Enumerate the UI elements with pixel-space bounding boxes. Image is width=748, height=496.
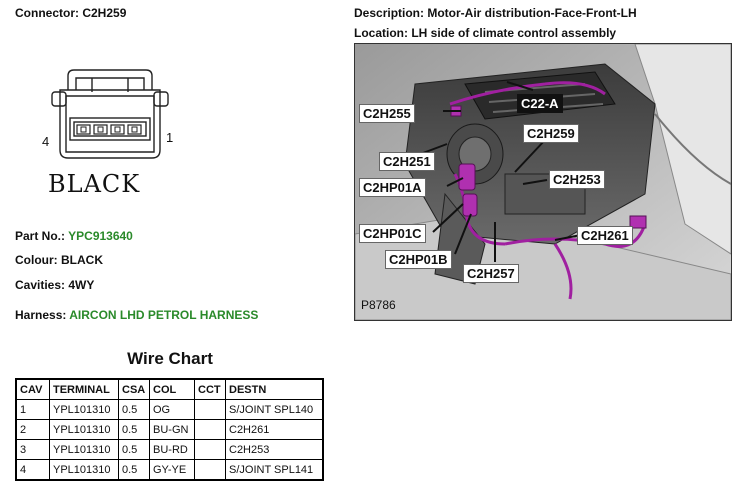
cell-csa: 0.5 <box>118 439 150 460</box>
cell-terminal: YPL101310 <box>49 439 119 460</box>
wire-chart-table: CAV TERMINAL CSA COL CCT DESTN 1 YPL1013… <box>15 378 324 481</box>
photo-reference-code: P8786 <box>361 298 396 312</box>
wire-chart-header-row: CAV TERMINAL CSA COL CCT DESTN <box>15 378 324 400</box>
cavities-value: 4WY <box>68 278 95 292</box>
cavity-1 <box>127 124 142 135</box>
part-number-label: Part No.: <box>15 229 66 243</box>
colour-line: Colour: BLACK <box>15 253 103 267</box>
cell-destn: C2H261 <box>225 419 324 440</box>
cell-col: OG <box>149 399 195 420</box>
pin-left-label: 4 <box>42 134 49 149</box>
part-number-line: Part No.: YPC913640 <box>15 229 133 243</box>
cell-cct <box>194 399 226 420</box>
cell-col: GY-YE <box>149 459 195 481</box>
connector-label: Connector: <box>15 6 79 20</box>
cell-terminal: YPL101310 <box>49 419 119 440</box>
harness-value[interactable]: AIRCON LHD PETROL HARNESS <box>69 308 259 322</box>
cavity-3 <box>93 124 108 135</box>
colour-label: Colour: <box>15 253 58 267</box>
cell-cct <box>194 419 226 440</box>
location-value: LH side of climate control assembly <box>411 26 617 40</box>
pin-right-label: 1 <box>166 130 173 145</box>
callout-c2h253: C2H253 <box>549 170 605 189</box>
header-destn: DESTN <box>225 378 324 400</box>
header-cct: CCT <box>194 378 226 400</box>
header-csa: CSA <box>118 378 150 400</box>
location-photo: C22-A C2H255 C2H259 C2H251 C2HP01A C2H25… <box>354 43 732 321</box>
description-line: Description: Motor-Air distribution-Face… <box>354 6 637 20</box>
cell-csa: 0.5 <box>118 459 150 481</box>
location-label: Location: <box>354 26 408 40</box>
callout-c2hp01b: C2HP01B <box>385 250 452 269</box>
callout-c22-a: C22-A <box>517 94 563 113</box>
cell-col: BU-RD <box>149 439 195 460</box>
header-cav: CAV <box>15 378 50 400</box>
cell-terminal: YPL101310 <box>49 399 119 420</box>
callout-c2h251: C2H251 <box>379 152 435 171</box>
description-value: Motor-Air distribution-Face-Front-LH <box>427 6 637 20</box>
cell-destn: C2H253 <box>225 439 324 460</box>
cell-cct <box>194 439 226 460</box>
connector-heading: Connector: C2H259 <box>15 6 126 20</box>
callout-c2hp01c: C2HP01C <box>359 224 426 243</box>
callout-c2h255: C2H255 <box>359 104 415 123</box>
callout-c2h257: C2H257 <box>463 264 519 283</box>
cell-cav: 1 <box>15 399 50 420</box>
cavities-label: Cavities: <box>15 278 66 292</box>
cell-csa: 0.5 <box>118 419 150 440</box>
cell-destn: S/JOINT SPL141 <box>225 459 324 481</box>
callout-c2h259: C2H259 <box>523 124 579 143</box>
cell-cct <box>194 459 226 481</box>
cell-cav: 4 <box>15 459 50 481</box>
harness-label: Harness: <box>15 308 67 322</box>
table-row: 2 YPL101310 0.5 BU-GN C2H261 <box>15 419 324 440</box>
description-label: Description: <box>354 6 425 20</box>
part-number-value[interactable]: YPC913640 <box>68 229 133 243</box>
wire-chart-title: Wire Chart <box>127 349 213 368</box>
location-line: Location: LH side of climate control ass… <box>354 26 616 40</box>
connector-id: C2H259 <box>82 6 127 20</box>
cell-cav: 3 <box>15 439 50 460</box>
table-row: 4 YPL101310 0.5 GY-YE S/JOINT SPL141 <box>15 459 324 481</box>
cell-terminal: YPL101310 <box>49 459 119 481</box>
table-row: 3 YPL101310 0.5 BU-RD C2H253 <box>15 439 324 460</box>
table-row: 1 YPL101310 0.5 OG S/JOINT SPL140 <box>15 399 324 420</box>
colour-value: BLACK <box>61 253 103 267</box>
callout-c2hp01a: C2HP01A <box>359 178 426 197</box>
connector-face-diagram: 4 1 <box>42 69 173 159</box>
cavities-line: Cavities: 4WY <box>15 278 94 292</box>
harness-line: Harness: AIRCON LHD PETROL HARNESS <box>15 308 258 322</box>
connector-color-label: BLACK <box>48 170 141 198</box>
header-terminal: TERMINAL <box>49 378 119 400</box>
cell-csa: 0.5 <box>118 399 150 420</box>
cavity-4 <box>76 124 91 135</box>
callout-c2h261: C2H261 <box>577 226 633 245</box>
cavity-2 <box>110 124 125 135</box>
header-col: COL <box>149 378 195 400</box>
cell-cav: 2 <box>15 419 50 440</box>
cell-col: BU-GN <box>149 419 195 440</box>
cell-destn: S/JOINT SPL140 <box>225 399 324 420</box>
